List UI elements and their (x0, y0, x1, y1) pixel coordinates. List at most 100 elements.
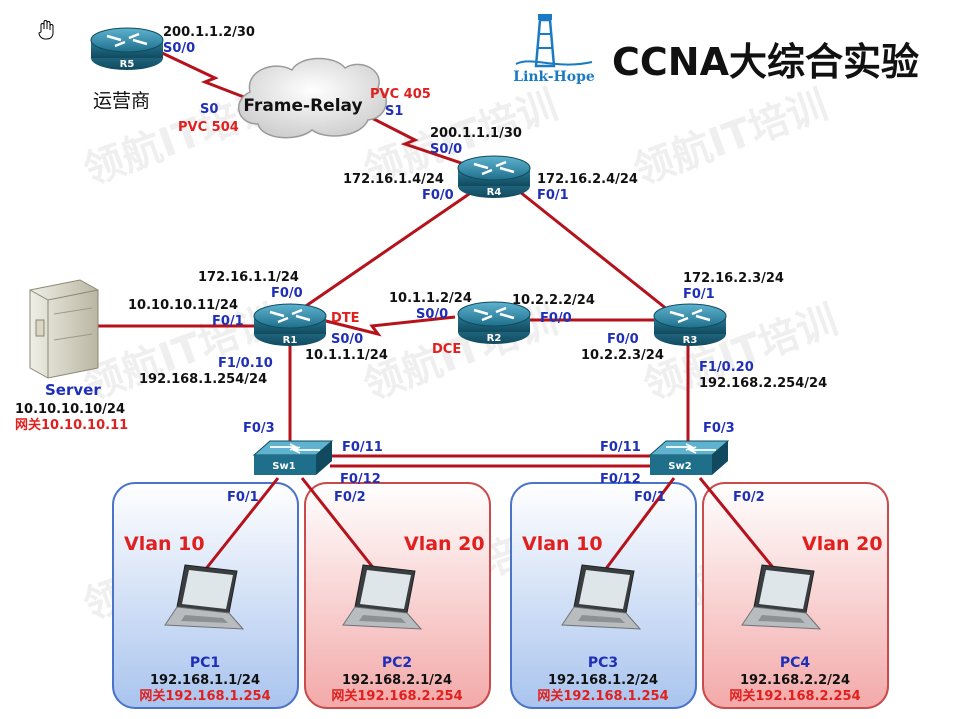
router-label: R1 (283, 335, 298, 346)
router-r1: R1 (253, 303, 327, 346)
pc-ip: 192.168.1.2/24 (548, 673, 658, 688)
pc-gateway: 网关192.168.1.254 (537, 688, 668, 704)
router-label: R5 (120, 59, 135, 70)
sw2-f012-label: F0/12 (600, 472, 641, 487)
sw2-f03-label: F0/3 (703, 421, 735, 436)
r1-f01-ip-label: 10.10.10.11/24 (128, 298, 238, 313)
pc-gateway: 网关192.168.2.254 (331, 688, 462, 704)
link-r4-r3 (519, 190, 669, 312)
laptop-pc2 (342, 564, 423, 630)
sw1-f012-label: F0/12 (340, 472, 381, 487)
link-r1-r2-serial (321, 315, 456, 337)
fr-s0-label: S0 (200, 102, 218, 117)
links (97, 50, 777, 571)
server-gateway: 网关10.10.10.11 (15, 417, 128, 433)
laptop-pc3 (561, 564, 642, 630)
r1-f1-ip-label: 192.168.1.254/24 (139, 372, 267, 387)
r4-s00-label: S0/0 (430, 142, 462, 157)
r3-f01-label: F0/1 (683, 287, 715, 302)
fr-pvc504-label: PVC 504 (178, 120, 239, 135)
sw1-f01-label: F0/1 (227, 490, 259, 505)
sw1-f02-label: F0/2 (334, 490, 366, 505)
r3-f01-ip-label: 172.16.2.3/24 (683, 271, 784, 286)
pc-gateway: 网关192.168.2.254 (729, 688, 860, 704)
r4-ip-label: 200.1.1.1/30 (430, 126, 522, 141)
r1-f1-label: F1/0.10 (218, 356, 273, 371)
switch-sw1: Sw1 (252, 440, 334, 475)
dte-label: DTE (331, 311, 360, 326)
pc-name: PC4 (780, 655, 811, 671)
r3-f1-ip-label: 192.168.2.254/24 (699, 376, 827, 391)
link-r4-r1 (299, 190, 473, 312)
server-ip: 10.10.10.10/24 (15, 402, 125, 417)
router-r5: R5 (90, 27, 164, 70)
laptop-pc1 (164, 564, 245, 630)
r5-ip-label: 200.1.1.2/30 (163, 25, 255, 40)
pc-ip: 192.168.1.1/24 (150, 673, 260, 688)
router-r3: R3 (653, 303, 727, 346)
r4-f00-label: F0/0 (422, 188, 454, 203)
r2-f00-label: F0/0 (540, 311, 572, 326)
vlan-label: Vlan 10 (124, 533, 205, 555)
pc-name: PC3 (588, 655, 618, 671)
fr-s1-label: S1 (385, 104, 403, 119)
isp-label: 运营商 (93, 90, 150, 112)
page-title: CCNA大综合实验 (612, 40, 919, 84)
r4-f01-label: F0/1 (537, 188, 569, 203)
pc-ip: 192.168.2.1/24 (342, 673, 452, 688)
link-sw2-pc4 (698, 477, 777, 571)
pc-name: PC2 (382, 655, 412, 671)
server-name: Server (45, 381, 101, 399)
r3-f00-ip-label: 10.2.2.3/24 (581, 348, 664, 363)
r3-f00-label: F0/0 (607, 332, 639, 347)
vlan-label: Vlan 20 (802, 533, 883, 555)
switch-sw2: Sw2 (648, 440, 730, 475)
switch-label: Sw2 (668, 461, 691, 472)
pc-name: PC1 (190, 655, 220, 671)
r5-interface-label: S0/0 (163, 41, 195, 56)
sw1-f03-label: F0/3 (243, 421, 275, 436)
sw2-f01-label: F0/1 (634, 490, 666, 505)
r1-f00-ip-label: 172.16.1.1/24 (198, 270, 299, 285)
vlan-label: Vlan 10 (522, 533, 603, 555)
frame-relay-label: Frame-Relay (243, 96, 362, 116)
fr-pvc405-label: PVC 405 (370, 87, 431, 102)
link-hope-logo: Link-Hope (513, 14, 595, 85)
sw2-f011-label: F0/11 (600, 440, 641, 455)
router-label: R2 (487, 333, 502, 344)
link-sw1-pc1 (203, 477, 280, 571)
r4-f00-ip-label: 172.16.1.4/24 (343, 172, 444, 187)
sw2-f02-label: F0/2 (733, 490, 765, 505)
router-r2: R2 (457, 301, 531, 344)
frame-relay-cloud: Frame-Relay (237, 57, 388, 139)
hand-cursor-icon (38, 20, 54, 40)
r2-s00-label: S0/0 (416, 307, 448, 322)
pc-gateway: 网关192.168.1.254 (139, 688, 270, 704)
server-icon (29, 279, 99, 379)
laptop-pc4 (741, 564, 822, 630)
switch-label: Sw1 (272, 461, 295, 472)
sw1-f011-label: F0/11 (342, 440, 383, 455)
r1-s00-ip-label: 10.1.1.1/24 (305, 348, 388, 363)
link-sw2-pc3 (603, 477, 676, 571)
r4-f01-ip-label: 172.16.2.4/24 (537, 172, 638, 187)
pc-ip: 192.168.2.2/24 (740, 673, 850, 688)
r2-s00-ip-label: 10.1.1.2/24 (389, 291, 472, 306)
r1-f01-label: F0/1 (212, 314, 244, 329)
dce-label: DCE (432, 342, 461, 357)
watermark: 领航IT培训 (78, 297, 284, 409)
link-frame-relay-r4 (355, 108, 471, 168)
link-r5-frame-relay (159, 50, 263, 106)
r2-f00-ip-label: 10.2.2.2/24 (512, 293, 595, 308)
link-sw1-pc2 (300, 477, 377, 571)
logo-text: Link-Hope (513, 69, 595, 85)
router-label: R4 (487, 187, 502, 198)
r1-f00-label: F0/0 (271, 286, 303, 301)
r3-f1-label: F1/0.20 (699, 360, 754, 375)
r1-s00-label: S0/0 (331, 332, 363, 347)
vlan-label: Vlan 20 (404, 533, 485, 555)
router-label: R3 (683, 335, 698, 346)
router-r4: R4 (457, 155, 531, 198)
watermark: 领航IT培训 (628, 82, 834, 194)
